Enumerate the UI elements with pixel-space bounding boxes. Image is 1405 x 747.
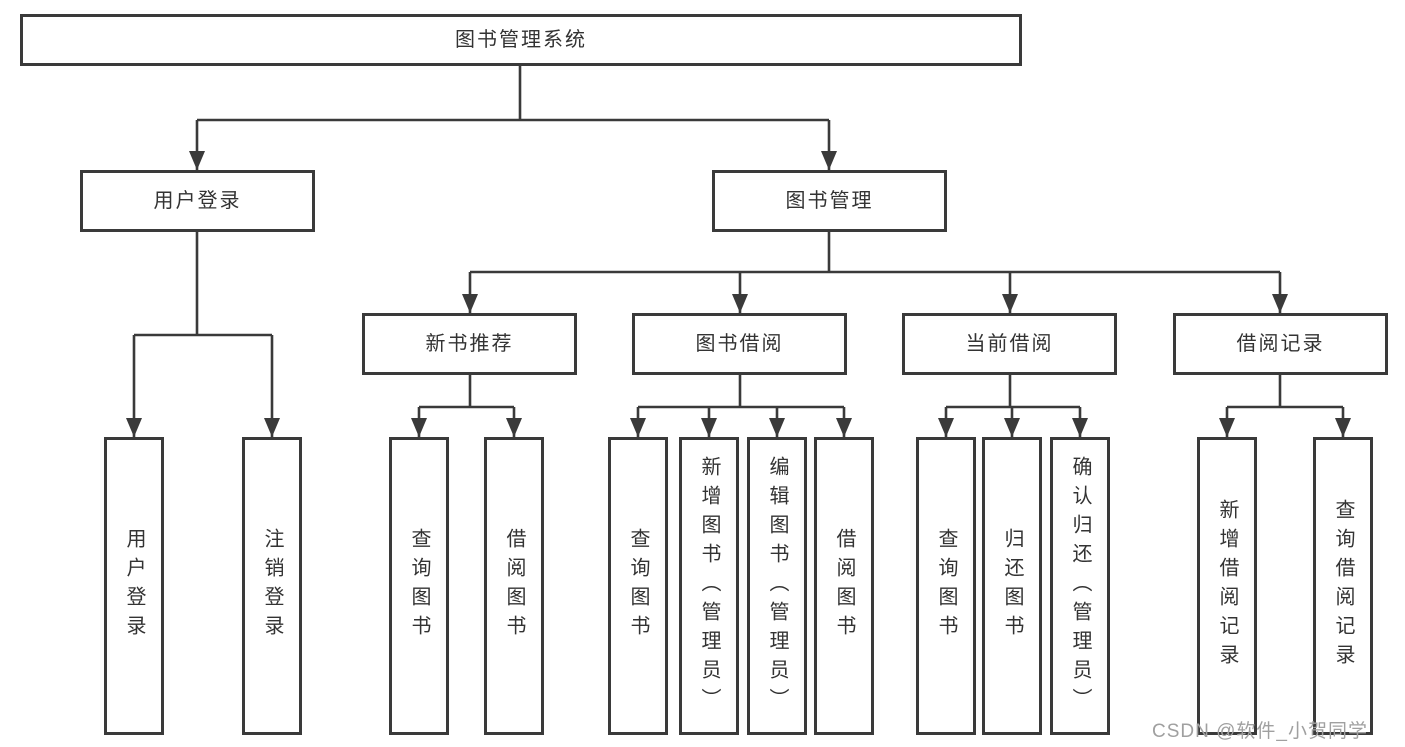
leaf-bb-borrow-book-label: 借阅图书: [833, 528, 855, 644]
borrow-records-split: [1219, 375, 1351, 437]
leaf-cb-return-book: 归还图书: [982, 437, 1042, 735]
node-current-borrow: 当前借阅: [902, 313, 1117, 375]
csdn-watermark: CSDN @软件_小贺同学: [1152, 721, 1368, 742]
node-current-borrow-label: 当前借阅: [965, 333, 1054, 355]
leaf-rec-query-book: 查询图书: [389, 437, 449, 735]
node-root: 图书管理系统: [20, 14, 1022, 66]
new-book-rec-split: [411, 375, 522, 437]
leaf-bb-edit-book: 编辑图书（管理员）: [747, 437, 807, 735]
node-new-book-rec-label: 新书推荐: [425, 333, 514, 355]
leaf-cb-query-book: 查询图书: [916, 437, 976, 735]
leaf-bb-query-book-label: 查询图书: [627, 528, 649, 644]
node-user-login-label: 用户登录: [153, 190, 242, 212]
leaf-bb-add-book: 新增图书（管理员）: [679, 437, 739, 735]
leaf-cb-return-book-label: 归还图书: [1001, 528, 1023, 644]
book-borrow-split: [630, 375, 852, 437]
node-book-borrow-label: 图书借阅: [695, 333, 784, 355]
current-borrow-split: [938, 375, 1088, 437]
leaf-rec-query-book-label: 查询图书: [408, 528, 430, 644]
node-user-login: 用户登录: [80, 170, 315, 232]
root-split: [189, 66, 837, 170]
node-book-mgmt-label: 图书管理: [785, 190, 874, 212]
leaf-br-query-record: 查询借阅记录: [1313, 437, 1373, 735]
node-book-borrow: 图书借阅: [632, 313, 847, 375]
leaf-logout-label: 注销登录: [261, 528, 283, 644]
leaf-bb-edit-book-label: 编辑图书（管理员）: [766, 455, 788, 717]
book-mgmt-split: [462, 232, 1288, 313]
leaf-rec-borrow-book-label: 借阅图书: [503, 528, 525, 644]
leaf-user-login: 用户登录: [104, 437, 164, 735]
leaf-rec-borrow-book: 借阅图书: [484, 437, 544, 735]
leaf-bb-add-book-label: 新增图书（管理员）: [698, 455, 720, 717]
node-root-label: 图书管理系统: [455, 29, 587, 51]
node-book-mgmt: 图书管理: [712, 170, 947, 232]
leaf-logout: 注销登录: [242, 437, 302, 735]
leaf-bb-query-book: 查询图书: [608, 437, 668, 735]
leaf-bb-borrow-book: 借阅图书: [814, 437, 874, 735]
node-borrow-records: 借阅记录: [1173, 313, 1388, 375]
leaf-br-add-record-label: 新增借阅记录: [1216, 499, 1238, 673]
node-borrow-records-label: 借阅记录: [1236, 333, 1325, 355]
leaf-cb-confirm-return-label: 确认归还（管理员）: [1069, 455, 1091, 717]
user-login-split: [126, 232, 280, 437]
leaf-cb-confirm-return: 确认归还（管理员）: [1050, 437, 1110, 735]
node-new-book-rec: 新书推荐: [362, 313, 577, 375]
leaf-cb-query-book-label: 查询图书: [935, 528, 957, 644]
leaf-user-login-label: 用户登录: [123, 528, 145, 644]
leaf-br-query-record-label: 查询借阅记录: [1332, 499, 1354, 673]
leaf-br-add-record: 新增借阅记录: [1197, 437, 1257, 735]
